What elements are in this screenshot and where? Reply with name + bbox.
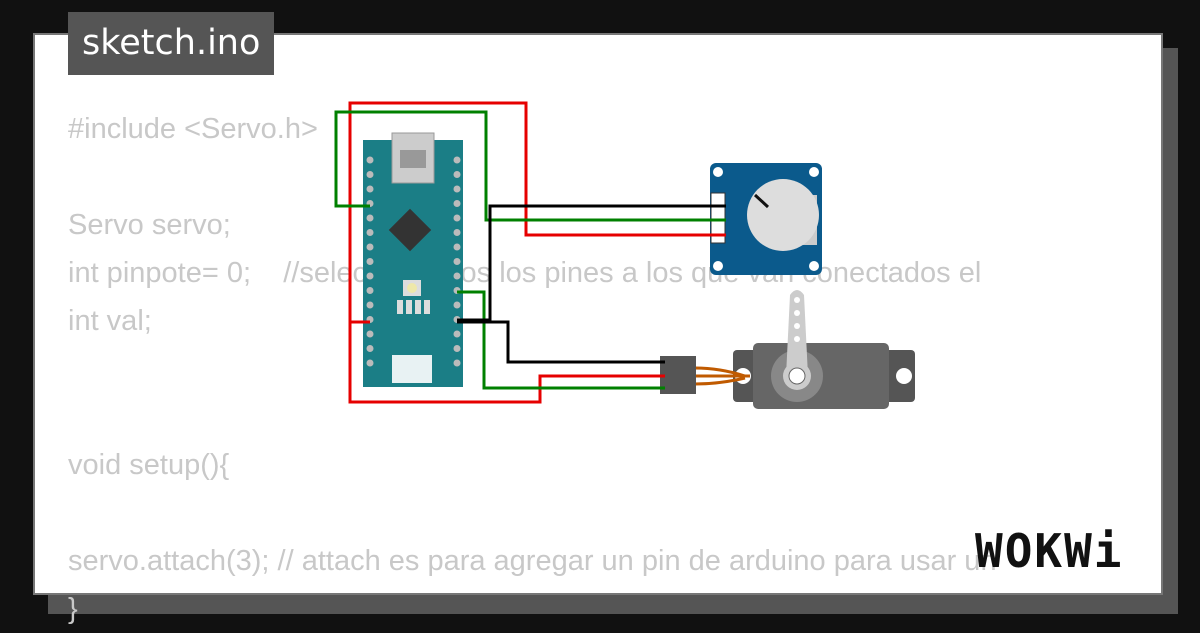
arduino-pin [453,272,461,280]
arduino-pin [453,345,461,352]
sketch-title-badge: sketch.ino [68,12,275,75]
arduino-pin [366,156,374,164]
arduino-pin [366,243,374,251]
arduino-pin [453,200,461,207]
arduino-pin [366,272,374,280]
arduino-pin [366,171,374,178]
code-line: servo.attach(3); // attach es para agreg… [68,545,997,577]
arduino-pin [453,301,461,309]
arduino-pin [366,214,374,222]
code-line: void setup(){ [68,449,230,481]
arduino-pin [453,171,461,178]
arduino-pin [366,287,374,294]
arduino-pin [453,258,461,265]
arduino-pin [366,301,374,309]
arduino-pin [453,243,461,251]
code-line: Servo servo; [68,209,231,241]
potentiometer[interactable] [710,163,822,275]
wire-red [348,101,726,404]
wires [334,101,726,404]
arduino-pin [366,345,374,352]
arduino-pin [453,185,461,193]
wokwi-logo: WOKWi [975,524,1124,578]
arduino-nano[interactable] [363,132,463,387]
code-line: #include <Servo.h> [68,113,318,145]
wire-black [457,204,726,364]
arduino-pin [366,330,374,338]
arduino-pin [366,185,374,193]
code-line: int val; [68,305,152,337]
servo-motor[interactable] [660,290,915,409]
arduino-pin [453,359,461,367]
arduino-pin [366,258,374,265]
arduino-pin [453,156,461,164]
arduino-pin [453,229,461,236]
arduino-pin [453,330,461,338]
arduino-pin [453,214,461,222]
arduino-pin [366,229,374,236]
wire-green [334,110,726,390]
arduino-pin [366,359,374,367]
code-card [33,33,1163,595]
